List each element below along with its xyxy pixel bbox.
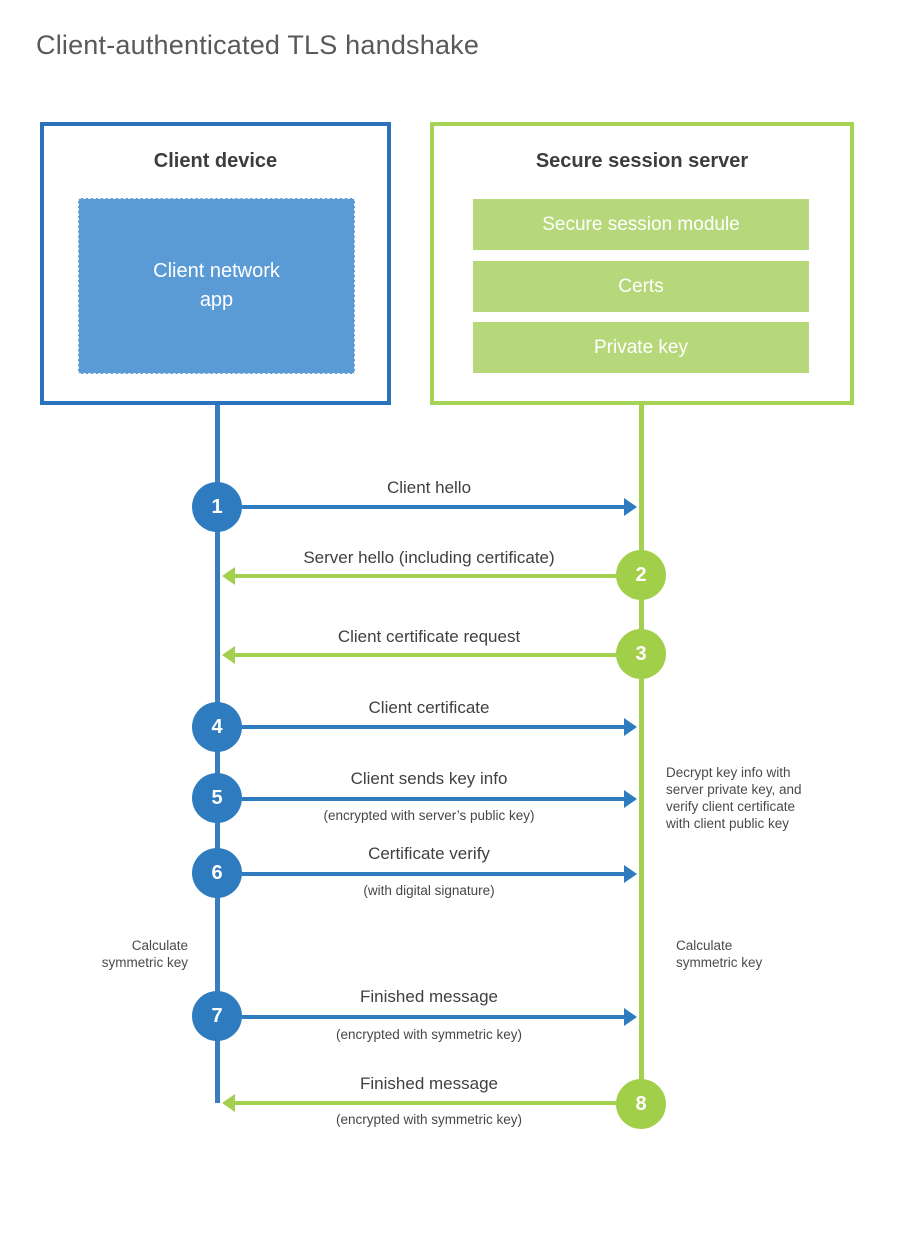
step-5-number: 5 [211, 786, 223, 809]
arrowhead-right-icon [624, 1008, 637, 1026]
calculate-symmetric-key-note-client: Calculate symmetric key [101, 938, 188, 970]
calculate-symmetric-key-note-server: Calculate symmetric key [676, 938, 763, 970]
step-4-arrow-right [242, 718, 637, 736]
arrowhead-right-icon [624, 865, 637, 883]
server-module-certs: Certs [473, 261, 809, 312]
step-5-label: Client sends key info [350, 769, 508, 788]
step-6-number: 6 [211, 861, 223, 884]
step-4-circle: 4 [192, 702, 242, 752]
step-1-arrow-right [242, 498, 637, 516]
client-network-app-box: Client network app [78, 198, 355, 374]
arrowhead-right-icon [624, 718, 637, 736]
server-module-secure-session-module: Secure session module [473, 199, 809, 250]
step-1-circle: 1 [192, 482, 242, 532]
step-4-number: 4 [211, 715, 223, 738]
step-6-arrow-right [242, 865, 637, 883]
step-5-arrow-right [242, 790, 637, 808]
server-module-private-key: Private key [473, 322, 809, 373]
server-header: Secure session server [535, 150, 749, 172]
step-7-sublabel: (encrypted with symmetric key) [335, 1027, 523, 1042]
step-3-arrow-left [222, 646, 616, 664]
page-title: Client-authenticated TLS handshake [36, 30, 480, 60]
step-7-number: 7 [211, 1004, 223, 1027]
step-2-arrow-left [222, 567, 616, 585]
step-1-number: 1 [211, 495, 223, 518]
step-7-circle: 7 [192, 991, 242, 1041]
step-6-circle: 6 [192, 848, 242, 898]
arrowhead-right-icon [624, 790, 637, 808]
step-5-circle: 5 [192, 773, 242, 823]
step-1-label: Client hello [386, 478, 472, 497]
step-2-number: 2 [635, 563, 647, 586]
step-2-circle: 2 [616, 550, 666, 600]
step-3-circle: 3 [616, 629, 666, 679]
step-3-number: 3 [635, 642, 647, 665]
decrypt-key-note: Decrypt key info with server private key… [666, 765, 802, 831]
step-2-label: Server hello (including certificate) [303, 548, 555, 567]
arrowhead-left-icon [222, 567, 235, 585]
step-8-arrow-left [222, 1094, 616, 1112]
step-4-label: Client certificate [368, 698, 490, 717]
step-8-circle: 8 [616, 1079, 666, 1129]
arrowhead-left-icon [222, 1094, 235, 1112]
step-8-label: Finished message [360, 1074, 498, 1093]
client-device-header: Client device [153, 150, 278, 172]
client-lifeline [215, 405, 220, 1103]
arrowhead-left-icon [222, 646, 235, 664]
step-3-label: Client certificate request [337, 627, 521, 646]
step-8-number: 8 [635, 1092, 647, 1115]
step-7-arrow-right [242, 1008, 637, 1026]
step-6-sublabel: (with digital signature) [363, 883, 495, 898]
server-lifeline [639, 405, 644, 1089]
step-7-label: Finished message [360, 987, 498, 1006]
arrowhead-right-icon [624, 498, 637, 516]
step-6-label: Certificate verify [368, 844, 490, 863]
step-8-sublabel: (encrypted with symmetric key) [335, 1112, 523, 1127]
step-5-sublabel: (encrypted with server’s public key) [323, 808, 535, 823]
